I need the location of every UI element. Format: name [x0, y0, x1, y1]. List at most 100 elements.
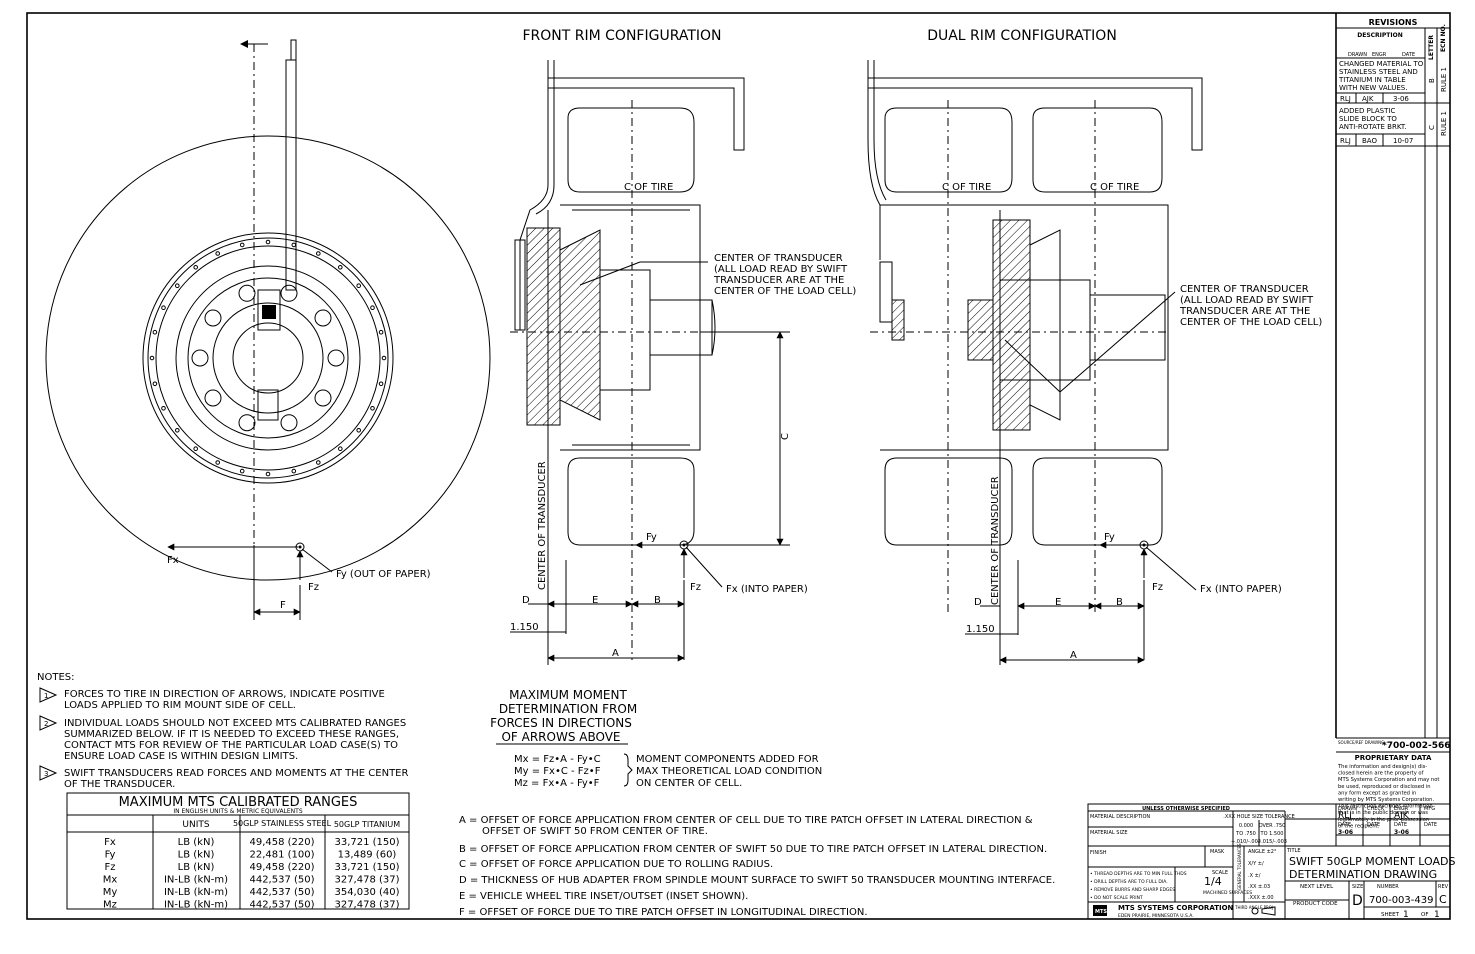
ranges-cell: 49,458 (220) — [249, 837, 314, 848]
rim-hole — [381, 355, 387, 361]
ranges-cell: 442,537 (50) — [249, 900, 314, 911]
ranges-cell: 33,721 (150) — [334, 862, 399, 873]
note-3-line-1: SWIFT TRANSDUCERS READ FORCES AND MOMENT… — [64, 768, 408, 779]
ranges-cell: My — [103, 887, 118, 898]
rim-hole — [356, 428, 362, 433]
tol-b-2: TO 1.500 — [1260, 831, 1284, 837]
ranges-subtitle: IN ENGLISH UNITS & METRIC EQUIVALENTS — [173, 808, 303, 815]
ranges-cell: 22,481 (100) — [249, 850, 314, 861]
dual-center-vertical: CENTER OF TRANSDUCER — [990, 476, 1001, 605]
hole-tolerance: .XXX HOLE SIZE TOLERANCE — [1223, 814, 1295, 820]
bolt-hole — [314, 389, 332, 407]
ranges-cell: Mz — [103, 900, 117, 911]
moment-title-2: DETERMINATION FROM — [499, 702, 637, 716]
side-f-label: F — [280, 600, 286, 611]
rev-b-desc-3: TITANIUM IN TABLE — [1338, 76, 1406, 84]
dual-e-label: E — [1055, 597, 1061, 608]
front-b-label: B — [654, 595, 661, 606]
proprietary-line: of the recipient. — [1338, 823, 1380, 829]
tb-note-1: • THREAD DEPTHS ARE TO MIN FULL THDS — [1090, 871, 1187, 877]
revisions-block: REVISIONS DESCRIPTION LETTER ECN NO. DRA… — [1335, 13, 1450, 738]
front-cl-tire: C OF TIRE — [624, 182, 673, 193]
third-angle: THIRD ANGLE PROJ — [1234, 905, 1273, 910]
drawn-date: 3-06 — [1338, 829, 1353, 836]
ranges-cell: IN-LB (kN-m) — [164, 887, 228, 898]
tol-row-2: .XX ±.03 — [1248, 884, 1270, 890]
bolt-hole — [280, 284, 298, 302]
dual-center-callout-2: (ALL LOAD READ BY SWIFT — [1180, 295, 1314, 306]
front-c-label: C — [780, 433, 791, 440]
rev-c-letter: C — [1428, 125, 1436, 130]
proprietary-line: legitimately in the prior possession — [1338, 817, 1429, 823]
tol-b-1: OVER .750 — [1259, 823, 1286, 829]
sheet-border — [26, 12, 1451, 920]
note-3-line-2: OF THE TRANSDUCER. — [64, 779, 175, 790]
front-fy-label: Fy — [646, 532, 657, 543]
dual-dim-label: 1.150 — [966, 624, 995, 635]
proprietary-block: SOURCE/REF DRAWING *700-002-566 PROPRIET… — [1336, 737, 1451, 829]
engr-label: ENGR — [1394, 806, 1409, 812]
ranges-cell: 442,537 (50) — [249, 887, 314, 898]
side-view: Fx Fz Fy (OUT OF PAPER) F — [45, 39, 491, 620]
rim-hole — [215, 460, 220, 465]
dual-rim-title: DUAL RIM CONFIGURATION — [927, 28, 1117, 44]
moment-note-2: MAX THEORETICAL LOAD CONDITION — [636, 766, 822, 777]
tol-row-1: .X ±/ — [1248, 873, 1261, 879]
ranges-cell: LB (kN) — [178, 862, 215, 873]
ranges-header-units: UNITS — [182, 820, 209, 830]
tol-a-2: TO .750 — [1235, 831, 1256, 837]
dual-rim-view: DUAL RIM CONFIGURATION C OF TIRE C OF TI… — [867, 28, 1322, 665]
moment-determination: MAXIMUM MOMENT DETERMINATION FROM FORCES… — [490, 688, 822, 789]
rim-hole — [193, 265, 198, 270]
check-label: CHECK — [1367, 806, 1385, 812]
proprietary-line: that is in the public domain or was — [1338, 810, 1428, 816]
company-location: EDEN PRAIRIE, MINNESOTA U.S.A. — [1118, 913, 1194, 919]
mask-label: MASK — [1210, 849, 1225, 855]
engr-value: AJK — [1394, 811, 1410, 821]
notes: NOTES: 1 FORCES TO TIRE IN DIRECTION OF … — [37, 672, 408, 790]
rim-hole — [265, 471, 271, 477]
dual-cl-tire-1: C OF TIRE — [942, 182, 991, 193]
moment-eq-mz: Mz = Fx•A - Fy•F — [514, 778, 600, 789]
definition-c: C = OFFSET OF FORCE APPLICATION DUE TO R… — [459, 859, 773, 870]
front-center-callout-2: (ALL LOAD READ BY SWIFT — [714, 264, 848, 275]
rim-hole — [152, 329, 158, 335]
revisions-description: DESCRIPTION — [1357, 32, 1403, 39]
front-rim-title: FRONT RIM CONFIGURATION — [522, 28, 721, 44]
rim-hole — [316, 460, 321, 465]
tb-note-2: • DRILL DEPTHS ARE TO FULL DIA. — [1090, 879, 1168, 885]
moment-title-1: MAXIMUM MOMENT — [509, 688, 627, 702]
moment-eq-my: My = Fx•C - Fz•F — [514, 766, 601, 777]
rim-hole — [370, 305, 375, 311]
proprietary-line: be used, reproduced or disclosed in — [1338, 784, 1431, 790]
angle-tol: ANGLE ±2° — [1248, 849, 1277, 855]
rev-b-engr: AJK — [1362, 95, 1374, 103]
dual-center-callout-3: TRANSDUCER ARE AT THE — [1179, 306, 1310, 317]
note-1: 1 FORCES TO TIRE IN DIRECTION OF ARROWS,… — [39, 687, 385, 711]
rim-hole — [149, 355, 155, 361]
rev-c-ecn: RULE 1 — [1440, 111, 1448, 136]
rim-hole — [161, 406, 166, 411]
definition-b: B = OFFSET OF FORCE APPLICATION FROM CEN… — [459, 844, 1047, 855]
rim-hole — [152, 381, 158, 387]
bolt-hole — [204, 309, 222, 327]
dual-fz-label: Fz — [1152, 582, 1163, 593]
rev-c-desc-2: SLIDE BLOCK TO — [1339, 115, 1397, 123]
ranges-cell: 442,537 (50) — [249, 875, 314, 886]
proprietary-line: writing by MTS Systems Corporation. — [1338, 797, 1434, 803]
material-desc: MATERIAL DESCRIPTION — [1090, 814, 1150, 820]
front-d-label: D — [522, 595, 530, 606]
ranges-header-ti: 50GLP TITANIUM — [334, 820, 400, 829]
bolt-hole — [238, 284, 256, 302]
rim-hole — [338, 265, 343, 270]
definition-d: D = THICKNESS OF HUB ADAPTER FROM SPINDL… — [459, 875, 1055, 886]
front-center-callout-3: TRANSDUCER ARE AT THE — [713, 275, 844, 286]
definition-a: A = OFFSET OF FORCE APPLICATION FROM CEN… — [459, 815, 1033, 826]
scale-value: 1/4 — [1204, 875, 1222, 888]
next-level-label: NEXT LEVEL — [1300, 884, 1334, 890]
rim-hole — [291, 242, 297, 248]
drawn-date-label: DATE — [1338, 822, 1351, 828]
rim-hole — [193, 446, 198, 452]
revisions-date-hdr: DATE — [1402, 52, 1415, 58]
tb-note-4: • DO NOT SCALE PRINT — [1090, 895, 1143, 901]
